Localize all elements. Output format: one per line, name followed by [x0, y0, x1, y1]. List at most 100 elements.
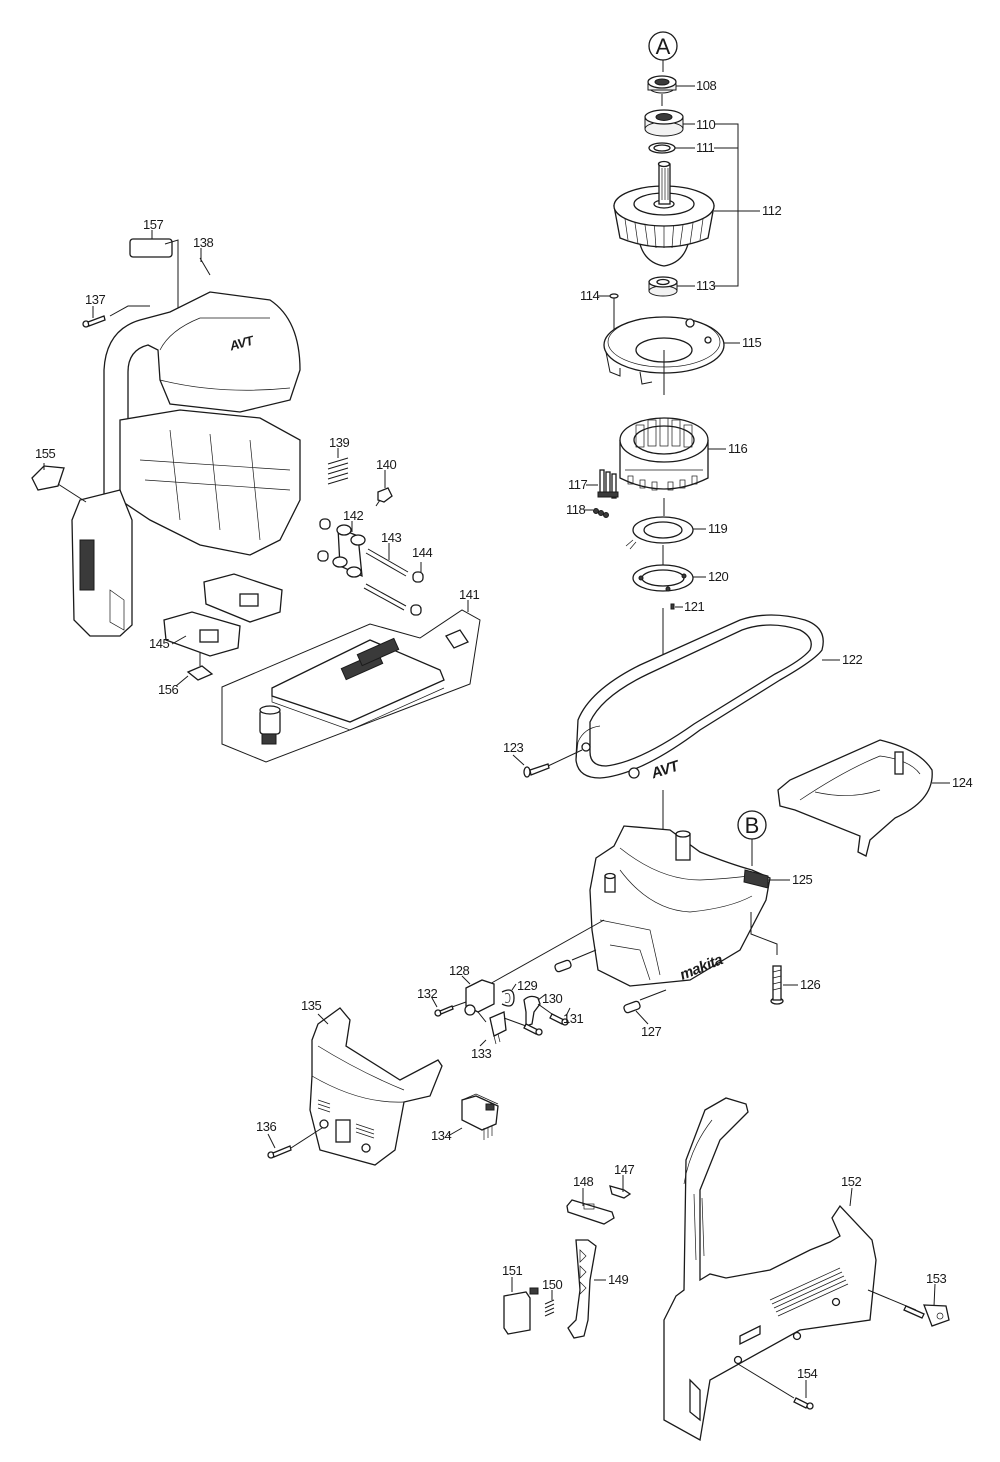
part-122-housing-ring[interactable]: AVT	[575, 614, 824, 783]
part-120-insulation-ring[interactable]	[632, 564, 694, 592]
label-141: 141	[459, 587, 479, 602]
label-118: 118	[566, 502, 585, 517]
avt-logo-top: AVT	[227, 332, 256, 353]
part-149-trigger-lever[interactable]	[567, 1239, 597, 1339]
label-112: 112	[762, 203, 781, 218]
label-156: 156	[158, 682, 178, 697]
part-130-lever[interactable]	[523, 995, 541, 1027]
label-108: 108	[696, 78, 716, 93]
svg-text:B: B	[745, 813, 760, 838]
part-148-slide-cover[interactable]	[566, 1199, 615, 1225]
part-129-torsion-spring[interactable]	[501, 989, 515, 1007]
part-132-screw[interactable]	[434, 1005, 454, 1017]
part-152-handle-housing[interactable]	[663, 1097, 877, 1442]
part-154-screw[interactable]	[793, 1397, 814, 1410]
part-143-shaft[interactable]	[363, 548, 409, 611]
part-151-switch-button[interactable]	[503, 1287, 539, 1335]
part-141-controller-group[interactable]	[221, 609, 481, 763]
motor-assembly: A 108 110 111	[566, 31, 782, 614]
label-143: 143	[381, 530, 401, 545]
part-116-stator[interactable]	[619, 417, 709, 491]
label-128: 128	[449, 963, 469, 978]
group-bracket-112	[714, 123, 760, 287]
part-137-screw[interactable]	[82, 315, 106, 328]
part-112-rotor[interactable]	[613, 160, 715, 267]
part-139-spring[interactable]	[327, 457, 349, 485]
label-145: 145	[149, 636, 169, 651]
part-125-motor-housing[interactable]: makita	[589, 825, 771, 987]
label-154: 154	[797, 1366, 817, 1381]
part-135-front-cover[interactable]	[309, 1007, 443, 1166]
part-157-label[interactable]	[129, 238, 173, 258]
part-119-sensor-board[interactable]	[625, 516, 694, 550]
label-123: 123	[503, 740, 523, 755]
label-142: 142	[343, 508, 363, 523]
part-140-latch[interactable]	[375, 487, 393, 507]
label-116: 116	[728, 441, 747, 456]
part-121-screw[interactable]	[670, 603, 675, 610]
part-123-screw[interactable]	[523, 763, 550, 778]
label-117: 117	[568, 477, 587, 492]
label-140: 140	[376, 457, 396, 472]
label-134: 134	[431, 1128, 451, 1143]
label-144: 144	[412, 545, 432, 560]
part-153-lock-button[interactable]	[903, 1304, 950, 1327]
part-126-screw[interactable]	[770, 965, 784, 1005]
label-148: 148	[573, 1174, 593, 1189]
label-136: 136	[256, 1119, 276, 1134]
part-battery-holder-housing[interactable]: AVT	[71, 291, 301, 637]
label-126: 126	[800, 977, 820, 992]
label-157: 157	[143, 217, 163, 232]
part-124-rear-cover[interactable]	[777, 739, 933, 857]
part-113-bearing[interactable]	[648, 276, 678, 297]
part-156-pad[interactable]	[186, 665, 214, 681]
svg-text:A: A	[656, 34, 671, 59]
reference-marker-b: B	[737, 810, 767, 866]
part-150-spring[interactable]	[544, 1299, 555, 1317]
label-124: 124	[952, 775, 972, 790]
label-115: 115	[742, 335, 761, 350]
part-108-seal[interactable]	[647, 75, 677, 94]
part-111-washer[interactable]	[648, 142, 676, 154]
part-145-battery-terminal[interactable]	[163, 573, 283, 657]
part-118-nuts[interactable]	[593, 508, 609, 518]
label-127: 127	[641, 1024, 661, 1039]
part-144-collar[interactable]	[410, 571, 424, 616]
part-114-screw[interactable]	[609, 293, 619, 312]
label-125: 125	[792, 872, 812, 887]
label-120: 120	[708, 569, 728, 584]
label-130: 130	[542, 991, 562, 1006]
part-117-terminal[interactable]	[597, 469, 619, 499]
label-122: 122	[842, 652, 862, 667]
part-147-clip[interactable]	[609, 1185, 632, 1199]
label-151: 151	[502, 1263, 522, 1278]
part-155-label[interactable]	[31, 465, 65, 491]
label-110: 110	[696, 117, 715, 132]
label-137: 137	[85, 292, 105, 307]
part-128-switch[interactable]	[464, 979, 495, 1016]
label-119: 119	[708, 521, 727, 536]
label-149: 149	[608, 1272, 628, 1287]
label-135: 135	[301, 998, 321, 1013]
part-138-pin[interactable]	[199, 257, 211, 276]
part-127-pin[interactable]	[554, 959, 641, 1014]
part-134-switch-module[interactable]	[461, 1093, 499, 1140]
part-142-link[interactable]	[317, 518, 366, 578]
part-110-bearing[interactable]	[644, 109, 684, 137]
label-150: 150	[542, 1277, 562, 1292]
part-131-screw[interactable]	[549, 1013, 569, 1026]
label-152: 152	[841, 1174, 861, 1189]
part-136-screw[interactable]	[267, 1145, 292, 1159]
label-129: 129	[517, 978, 537, 993]
label-131: 131	[563, 1011, 583, 1026]
label-113: 113	[696, 278, 715, 293]
label-111: 111	[696, 140, 715, 155]
label-153: 153	[926, 1271, 946, 1286]
label-132: 132	[417, 986, 437, 1001]
label-121: 121	[684, 599, 704, 614]
label-139: 139	[329, 435, 349, 450]
reference-marker-a: A	[648, 31, 678, 72]
label-114: 114	[580, 288, 599, 303]
part-133-contact[interactable]	[489, 1011, 543, 1045]
